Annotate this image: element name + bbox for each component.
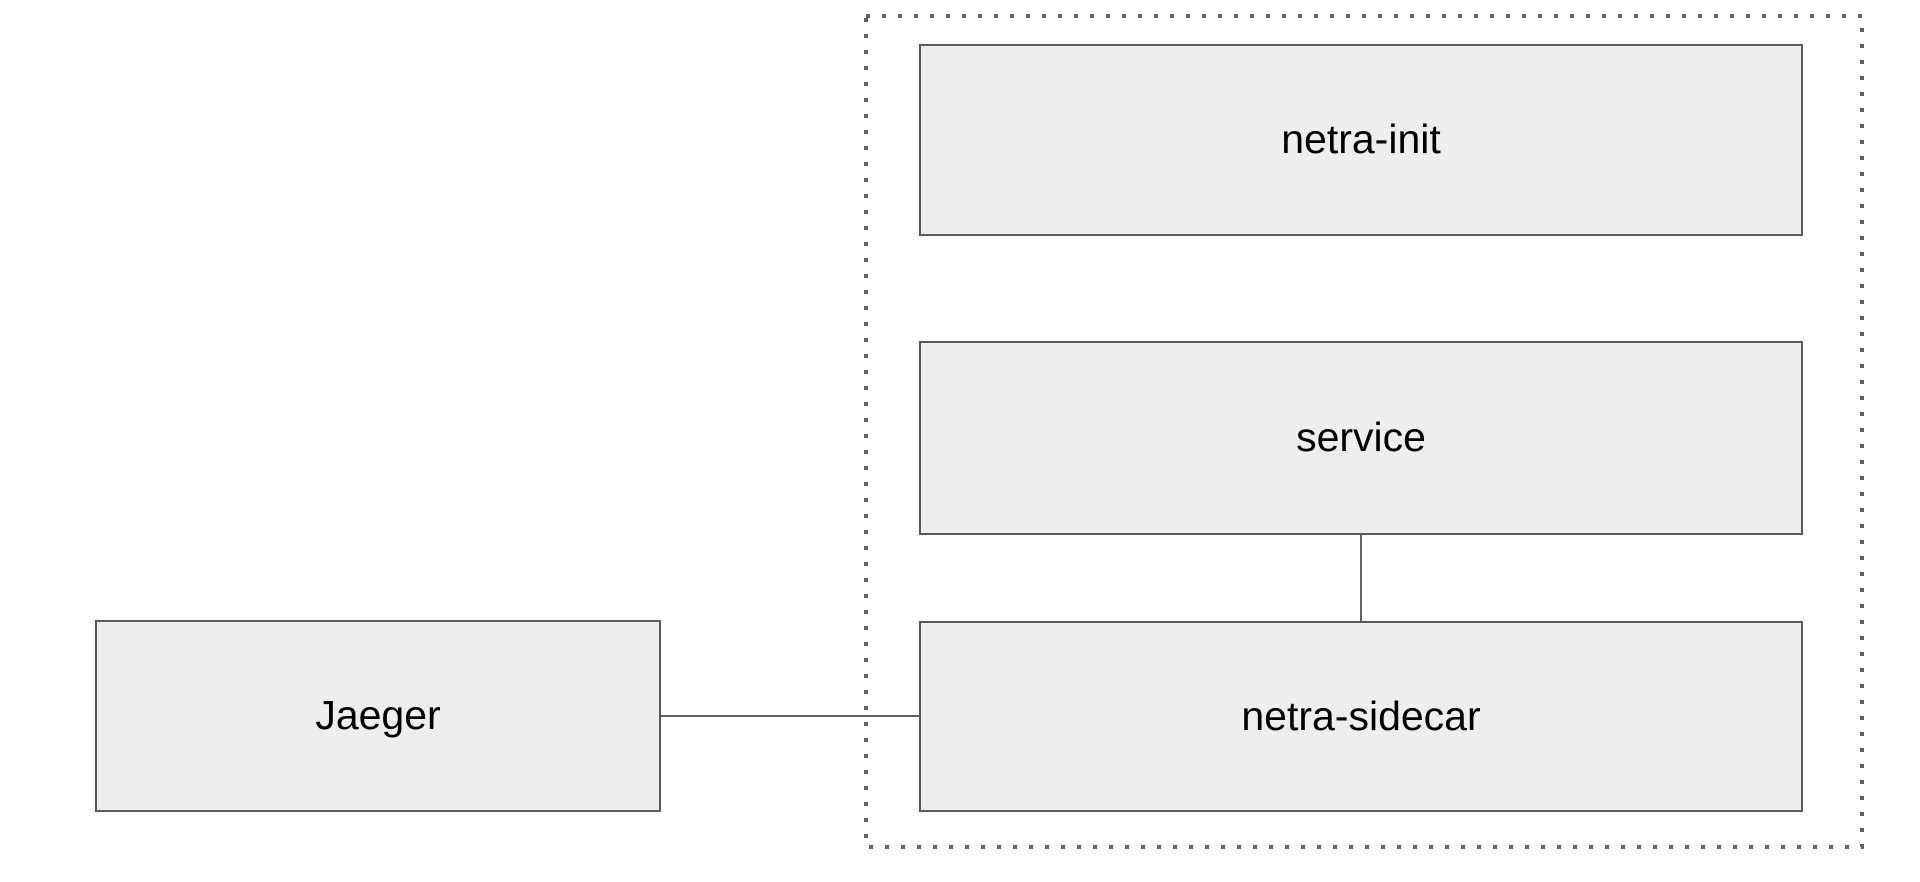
node-service-label: service xyxy=(1296,414,1426,461)
node-jaeger-label: Jaeger xyxy=(315,692,441,739)
node-netra-sidecar[interactable]: netra-sidecar xyxy=(919,621,1803,812)
pod-group-container-border[interactable] xyxy=(864,14,1864,849)
node-netra-init[interactable]: netra-init xyxy=(919,44,1803,236)
node-netra-sidecar-label: netra-sidecar xyxy=(1241,692,1481,739)
node-jaeger[interactable]: Jaeger xyxy=(95,620,661,812)
node-service[interactable]: service xyxy=(919,341,1803,535)
node-netra-init-label: netra-init xyxy=(1281,116,1441,163)
